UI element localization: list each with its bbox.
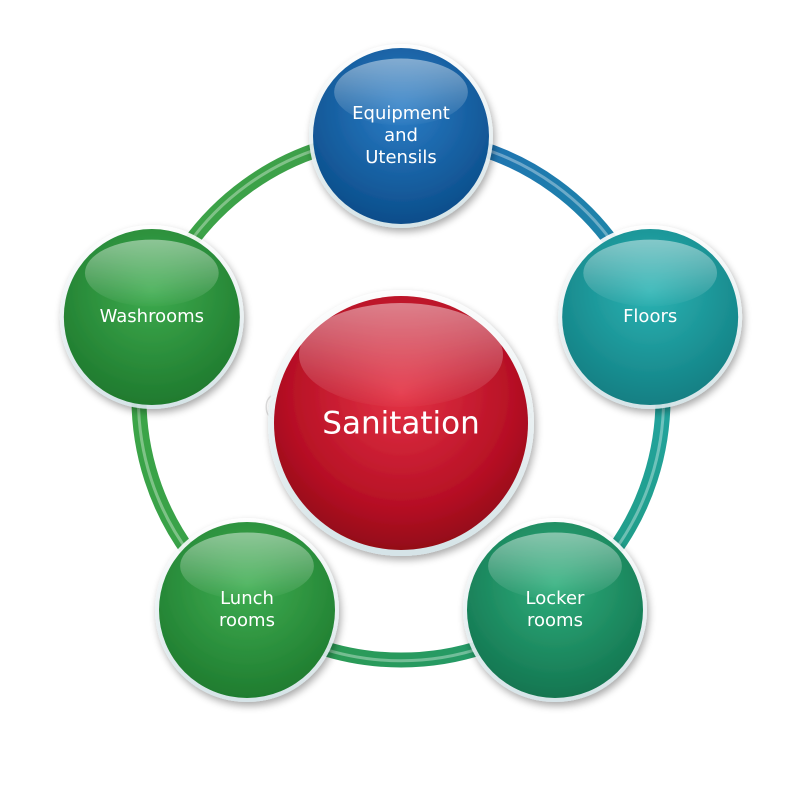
node-lunch-rooms [155,517,340,702]
node-equipment-and-utensils-label-line-2: and [384,125,418,146]
node-washrooms-label: Washrooms [100,306,204,327]
node-floors-gloss [583,239,718,307]
node-floors [558,225,743,410]
center-label: Sanitation [322,406,479,442]
node-equipment-and-utensils-gloss [334,58,468,126]
node-locker-rooms-label-line-1: Locker [526,588,585,609]
node-lunch-rooms-label-line-2: rooms [219,610,275,631]
node-equipment-and-utensils [309,44,493,228]
node-lunch-rooms-label-line-1: Lunch [220,588,274,609]
center-node [268,290,534,556]
center-gloss [299,303,503,407]
node-locker-rooms [462,517,647,702]
node-equipment-and-utensils-label-line-1: Equipment [352,103,450,124]
node-lunch-rooms-gloss [180,532,314,600]
node-floors-label-line-1: Floors [623,306,677,327]
node-equipment-and-utensils-label-line-3: Utensils [365,147,436,168]
node-washrooms [59,225,244,410]
node-washrooms-gloss [84,239,219,307]
node-locker-rooms-gloss [488,532,622,600]
node-washrooms-label-line-1: Washrooms [100,306,204,327]
node-floors-label: Floors [623,306,677,327]
node-locker-rooms-label-line-2: rooms [527,610,583,631]
